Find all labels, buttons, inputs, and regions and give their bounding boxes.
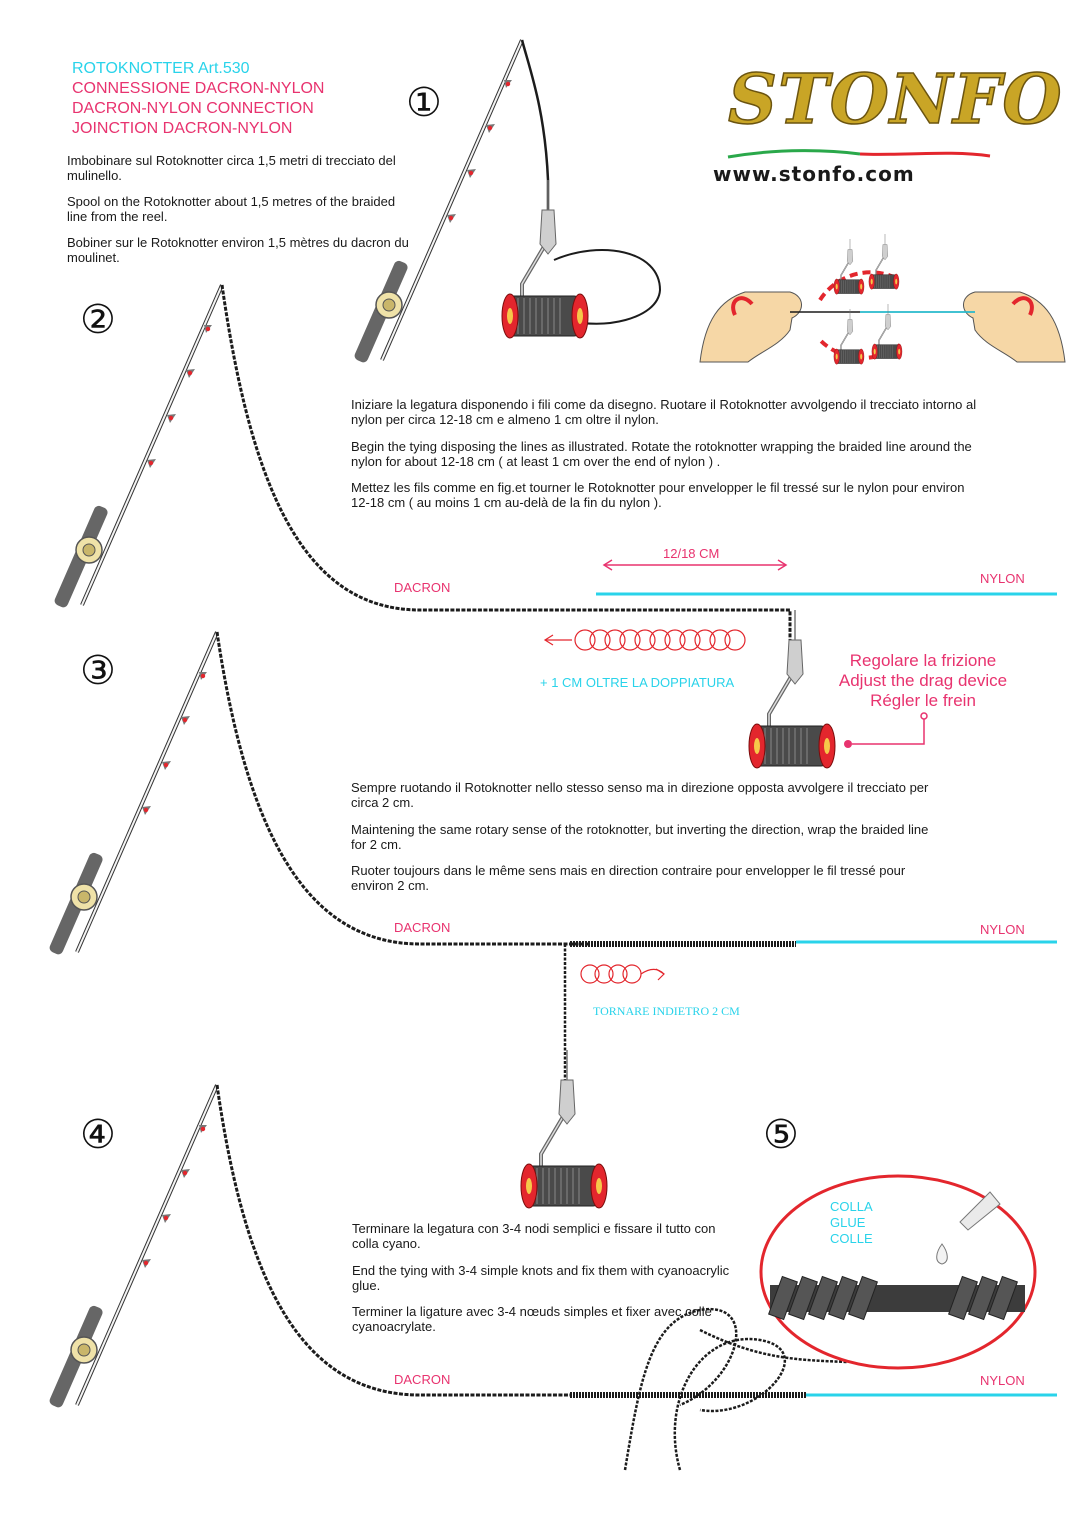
wrap-spiral-back <box>580 964 665 984</box>
step-3-text-it: Sempre ruotando il Rotoknotter nello ste… <box>351 780 929 810</box>
step-1-text-it: Imbobinare sul Rotoknotter circa 1,5 met… <box>67 153 396 183</box>
title-italian: CONNESSIONE DACRON-NYLON <box>72 80 325 97</box>
step-1-text-en: Spool on the Rotoknotter about 1,5 metre… <box>67 194 396 224</box>
step-2-text-en: Begin the tying disposing the lines as i… <box>351 439 972 469</box>
step-number-2: ② <box>80 297 116 343</box>
title-english: DACRON-NYLON CONNECTION <box>72 100 314 117</box>
step-4-text-it: Terminare la legatura con 3-4 nodi sempl… <box>352 1221 716 1251</box>
rotoknotter-step-1 <box>500 178 590 340</box>
overlap-note: + 1 CM OLTRE LA DOPPIATURA <box>540 675 735 690</box>
step-2-text-fr: Mettez les fils comme en fig.et tourner … <box>351 480 965 510</box>
rod-step-3 <box>46 630 590 958</box>
measure-label: 12/18 CM <box>663 546 720 561</box>
step-3-text-fr: Ruoter toujours dans le même sens mais e… <box>351 863 906 893</box>
drag-text-it: Regolare la frizione <box>849 651 997 670</box>
step-number-3: ③ <box>80 648 116 694</box>
title-french: JOINCTION DACRON-NYLON <box>72 120 293 137</box>
step-4-text-en: End the tying with 3-4 simple knots and … <box>352 1263 730 1293</box>
drag-text-en: Adjust the drag device <box>838 671 1008 690</box>
rod-step-1 <box>351 38 662 366</box>
dacron-label-2: DACRON <box>394 580 451 595</box>
back-note: TORNARE INDIETRO 2 CM <box>593 1004 740 1018</box>
rod-step-2 <box>51 283 792 640</box>
dacron-label-4: DACRON <box>394 1372 451 1387</box>
step-2-text-it: Iniziare la legatura disponendo i fili c… <box>351 397 977 427</box>
product-name: ROTOKNOTTER Art.530 <box>72 60 250 77</box>
rod-step-4 <box>46 1083 570 1411</box>
glue-label-fr: COLLE <box>830 1231 873 1246</box>
step-1-text-fr: Bobiner sur le Rotoknotter environ 1,5 m… <box>67 235 409 265</box>
wrap-spiral-forward <box>543 629 746 651</box>
step-4-text-fr: Terminer la ligature avec 3-4 nœuds simp… <box>352 1304 712 1334</box>
step-3-text-en: Maintening the same rotary sense of the … <box>351 822 929 852</box>
stonfo-logo: STONFO <box>727 59 1063 141</box>
glue-label-en: GLUE <box>830 1215 866 1230</box>
step-number-4: ④ <box>80 1112 116 1158</box>
step-number-1: ① <box>406 80 442 126</box>
step-number-5: ⑤ <box>763 1112 799 1158</box>
dacron-label-3: DACRON <box>394 920 451 935</box>
website-url: www.stonfo.com <box>713 162 915 186</box>
drag-text-fr: Régler le frein <box>870 691 976 710</box>
drag-pointer <box>844 712 928 748</box>
glue-label-it: COLLA <box>830 1199 873 1214</box>
rotoknotter-step-3 <box>519 1048 609 1210</box>
measure-arrow <box>602 559 788 571</box>
nylon-label-4: NYLON <box>980 1373 1025 1388</box>
nylon-label-2: NYLON <box>980 571 1025 586</box>
nylon-label-3: NYLON <box>980 922 1025 937</box>
glue-detail <box>759 1174 1037 1370</box>
hands-illustration <box>699 233 1066 365</box>
knot-loops <box>623 1307 849 1471</box>
logo-stripe <box>727 149 991 159</box>
